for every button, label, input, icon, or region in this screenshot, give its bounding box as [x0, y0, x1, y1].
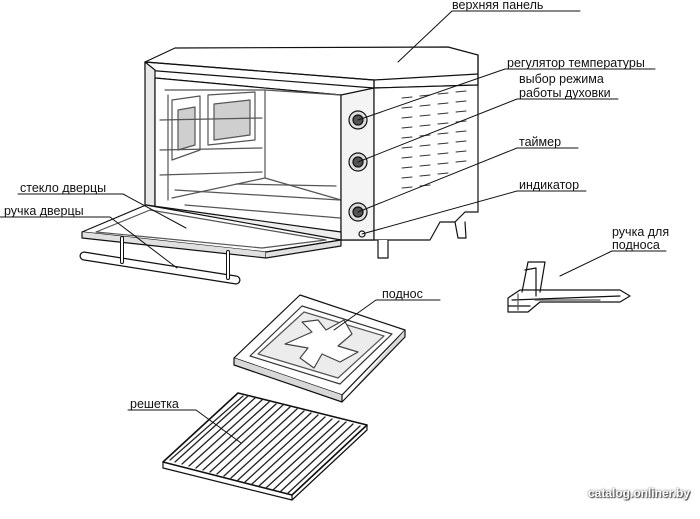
timer-knob — [349, 203, 367, 221]
label-tray: поднос — [382, 287, 423, 301]
label-indicator: индикатор — [519, 178, 580, 192]
label-door-handle: ручка дверцы — [4, 204, 84, 218]
watermark: catalog.onliner.by — [587, 486, 690, 500]
oven-door — [82, 205, 341, 258]
label-mode-select-line-2: работы духовки — [519, 86, 611, 100]
label-mode-select-line-1: выбор режима — [519, 72, 604, 86]
label-door-glass: стекло дверцы — [20, 181, 107, 195]
label-top-panel: верхняя панель — [452, 0, 544, 12]
door-handle — [84, 238, 236, 280]
tray — [234, 295, 405, 402]
grill-rack — [163, 393, 367, 500]
label-tray-handle-line-1: ручка для — [612, 225, 670, 239]
tray-cross-pattern — [285, 320, 358, 368]
label-timer: таймер — [519, 135, 562, 149]
oven-body — [145, 47, 478, 258]
leader-lines — [0, 11, 666, 443]
tray-handle — [508, 262, 630, 312]
label-grill: решетка — [130, 397, 179, 411]
label-temperature-regulator: регулятор температуры — [507, 56, 645, 70]
label-tray-handle-line-2: подноса — [612, 238, 660, 252]
